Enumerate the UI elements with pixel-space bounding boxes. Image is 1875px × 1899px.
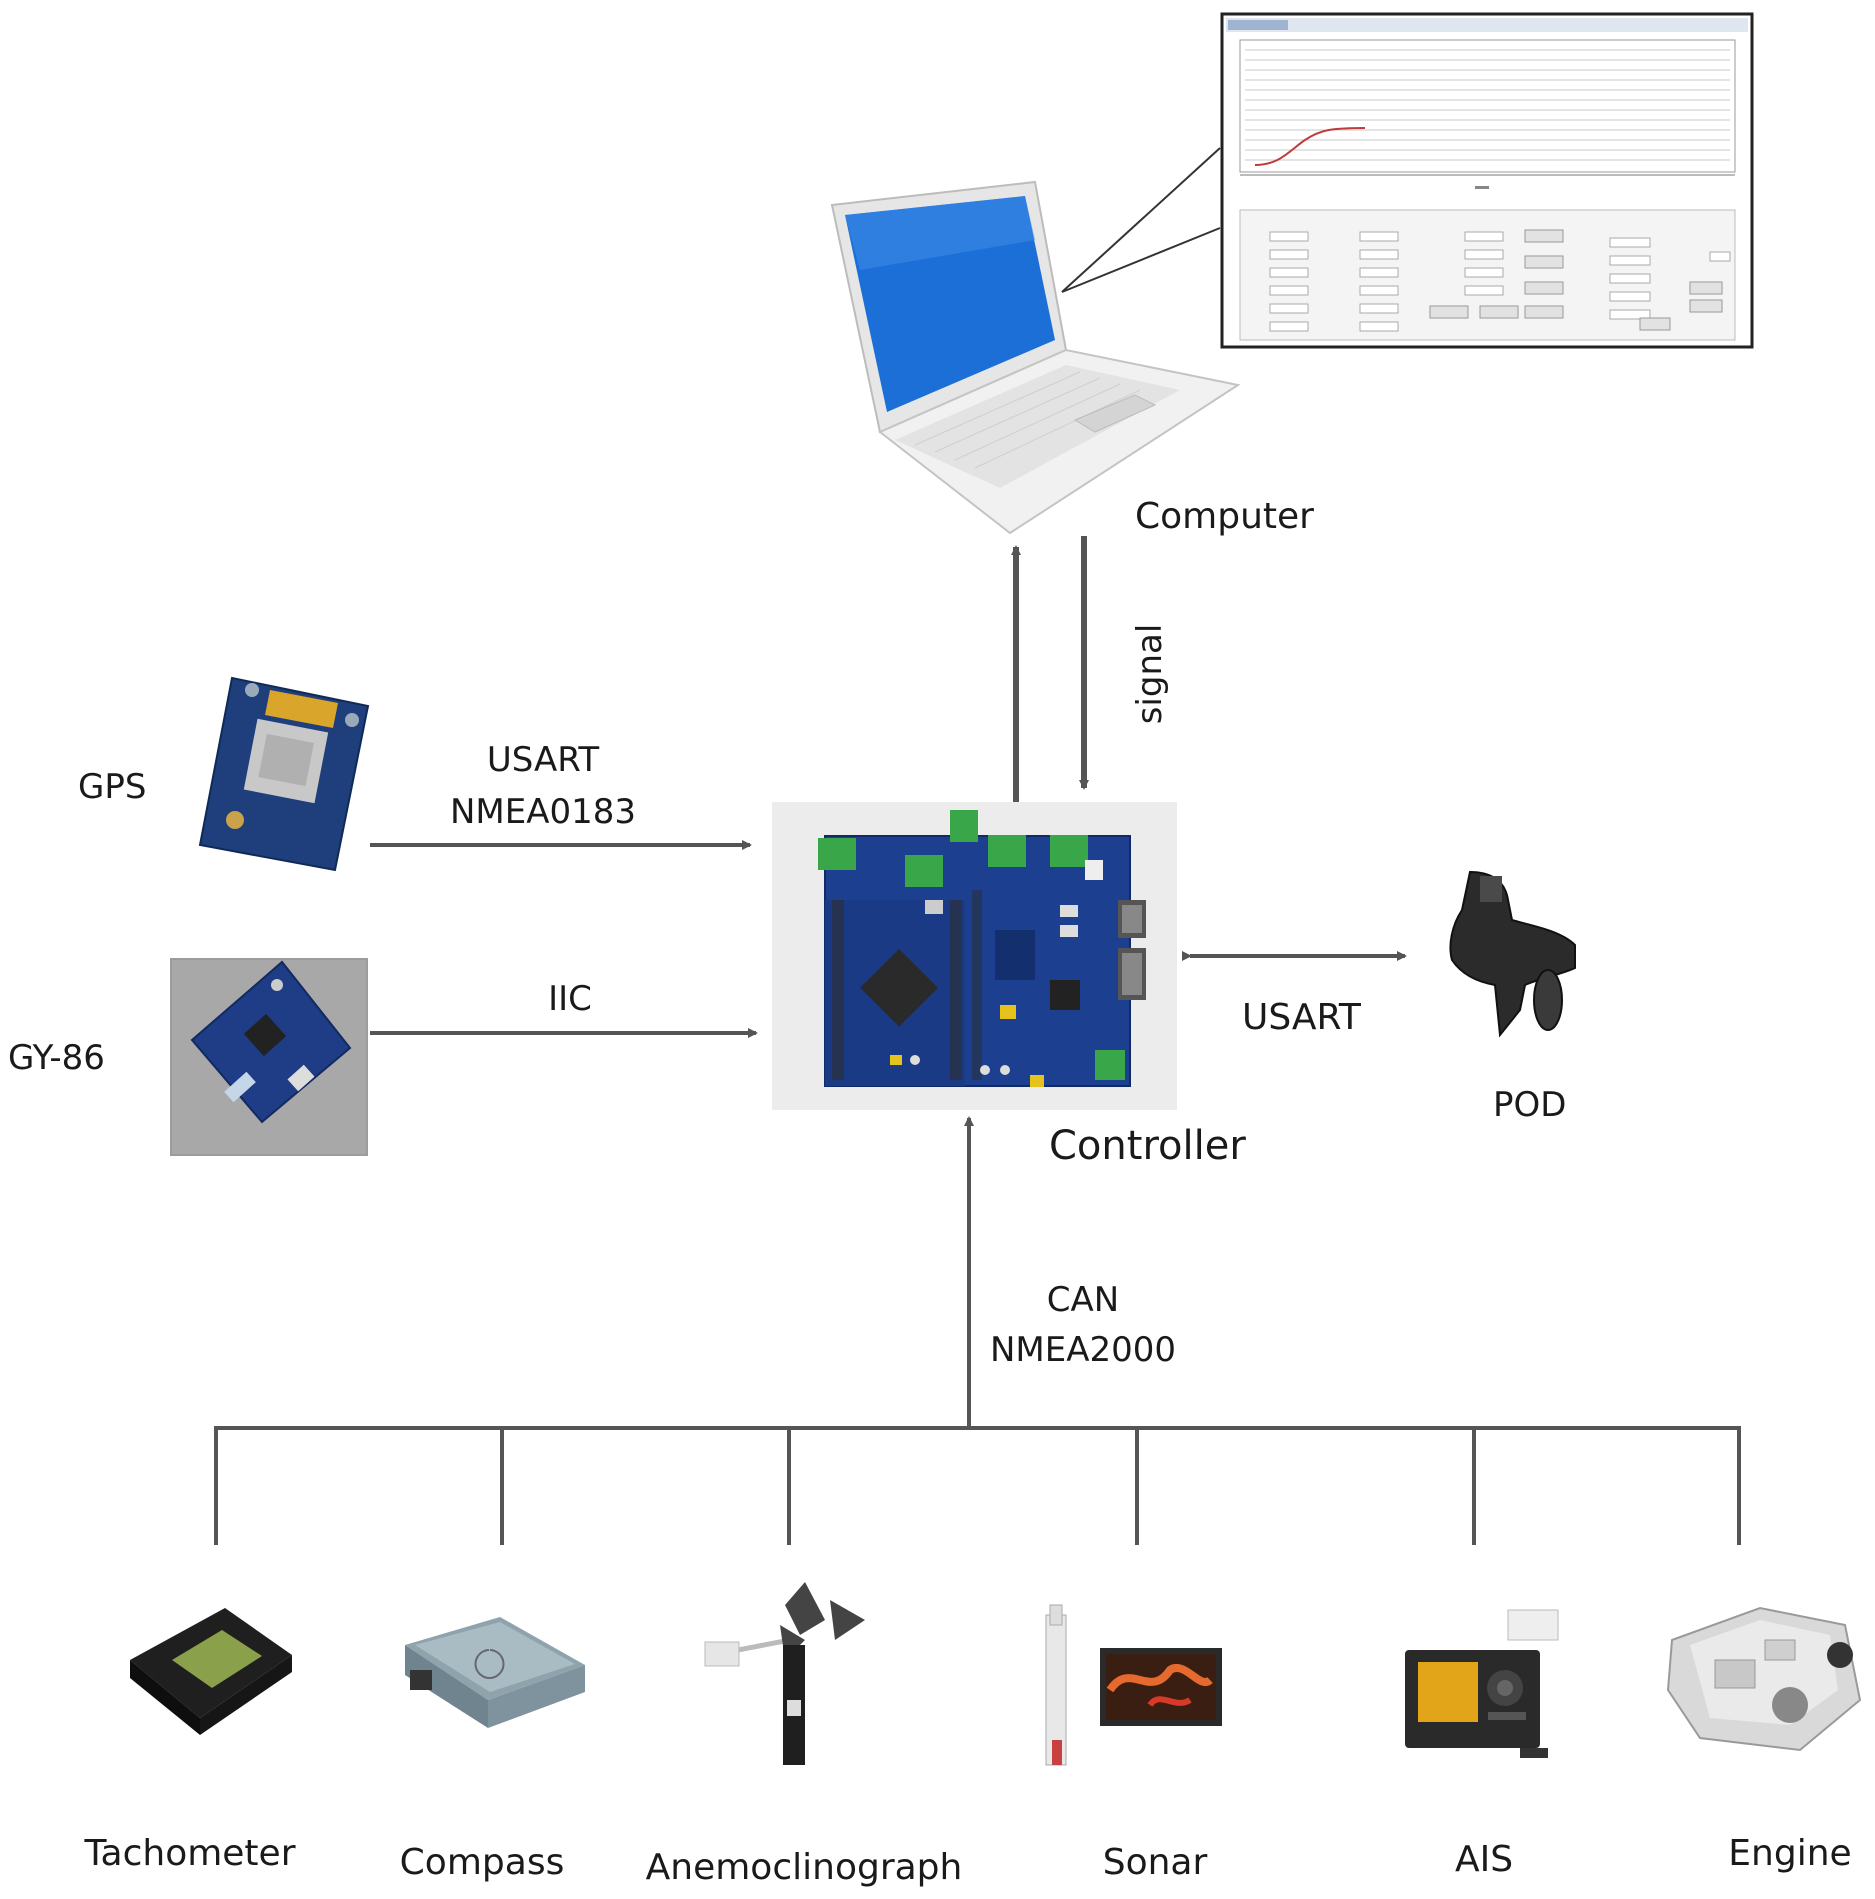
sonar-icon (1045, 1604, 1222, 1766)
label-ais: AIS (1454, 1839, 1514, 1880)
label-usart-gps: USART (486, 740, 600, 780)
engine-icon (1666, 1606, 1862, 1752)
label-controller: Controller (1049, 1123, 1246, 1169)
gps-module-icon (198, 676, 370, 872)
laptop-icon (830, 180, 1241, 535)
label-nmea0183: NMEA0183 (449, 792, 637, 832)
label-anemoclinograph: Anemoclinograph (645, 1847, 963, 1888)
ais-icon (1405, 1609, 1559, 1758)
label-engine: Engine (1728, 1833, 1852, 1874)
callout-line-upper (1061, 147, 1221, 293)
can-bus-tree (214, 1426, 1741, 1545)
label-sonar: Sonar (1102, 1842, 1208, 1883)
label-usart-pod: USART (1242, 997, 1361, 1038)
tachometer-icon (130, 1608, 292, 1735)
label-compass: Compass (399, 1842, 565, 1883)
label-gy86: GY-86 (8, 1038, 105, 1078)
pod-thruster-icon (1449, 870, 1576, 1038)
label-iic: IIC (548, 979, 592, 1019)
label-can: CAN (1046, 1280, 1120, 1320)
label-nmea2000: NMEA2000 (989, 1330, 1177, 1370)
software-window-icon (1220, 12, 1754, 349)
label-computer: Computer (1135, 496, 1314, 537)
label-tachometer: Tachometer (84, 1833, 296, 1874)
label-gps: GPS (78, 767, 147, 807)
compass-icon (405, 1617, 585, 1728)
label-signal: signal (1130, 623, 1170, 725)
label-pod: POD (1493, 1085, 1567, 1125)
anemometer-icon (704, 1582, 865, 1765)
callout-line-lower (1061, 227, 1221, 293)
controller-board-icon (772, 802, 1177, 1110)
gy86-module-icon (170, 958, 368, 1156)
